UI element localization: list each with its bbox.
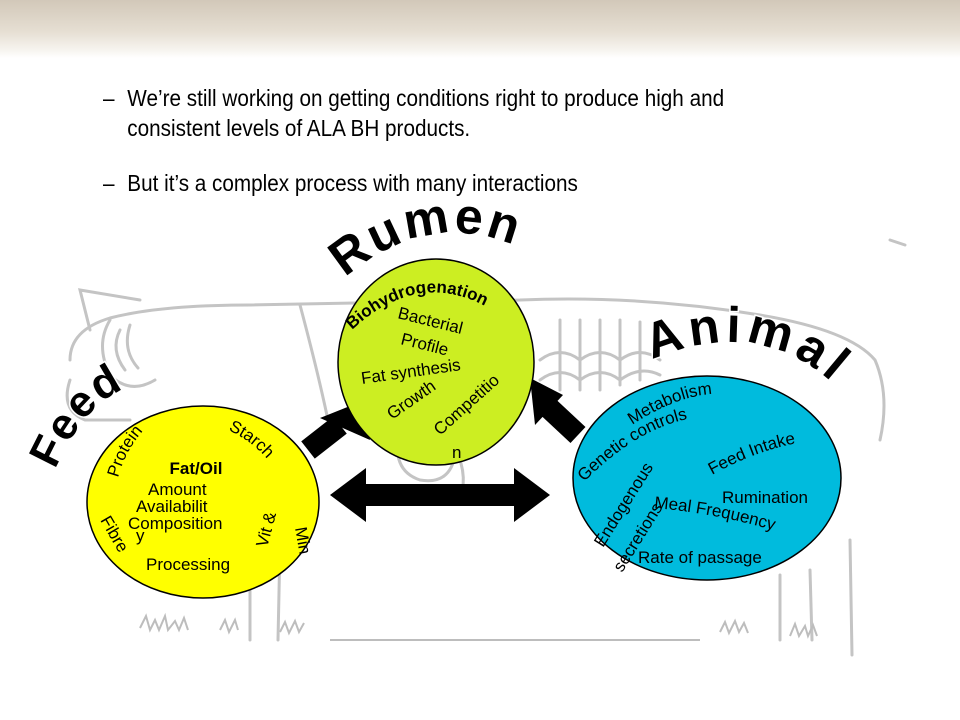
animal-item-rumination: Rumination [722, 488, 808, 507]
rumen-circle [337, 258, 535, 466]
feed-item-composition: Composition [128, 514, 223, 533]
feed-item-vit-min-2: Min [291, 525, 314, 555]
bullet-2: – But it’s a complex process with many i… [103, 168, 823, 198]
grass-line [139, 612, 818, 641]
feed-circle [86, 405, 320, 599]
bullet-1: – We’re still working on getting conditi… [103, 83, 823, 143]
feed-item-amount: Amount [148, 480, 207, 499]
bullet-dash: – [103, 85, 115, 111]
bullet-dash: – [103, 170, 115, 196]
arrow-animal-rumen [530, 378, 586, 444]
animal-item-rate-of-passage: Rate of passage [638, 548, 762, 567]
bullet-text: But it’s a complex process with many int… [127, 170, 578, 196]
feed-title: Fat/Oil [170, 459, 223, 478]
bullet-text: We’re still working on getting condition… [127, 85, 725, 141]
arrow-feed-animal [330, 468, 550, 522]
animal-circle [572, 375, 842, 581]
rumen-item-competition-wrap: n [452, 443, 461, 462]
title-bar-decoration [0, 0, 960, 58]
feed-item-availability: Availabilit [136, 497, 208, 516]
feed-item-availability-wrap: y [136, 526, 145, 545]
animal-heading: Animal [637, 297, 864, 394]
feed-item-processing: Processing [146, 555, 230, 574]
